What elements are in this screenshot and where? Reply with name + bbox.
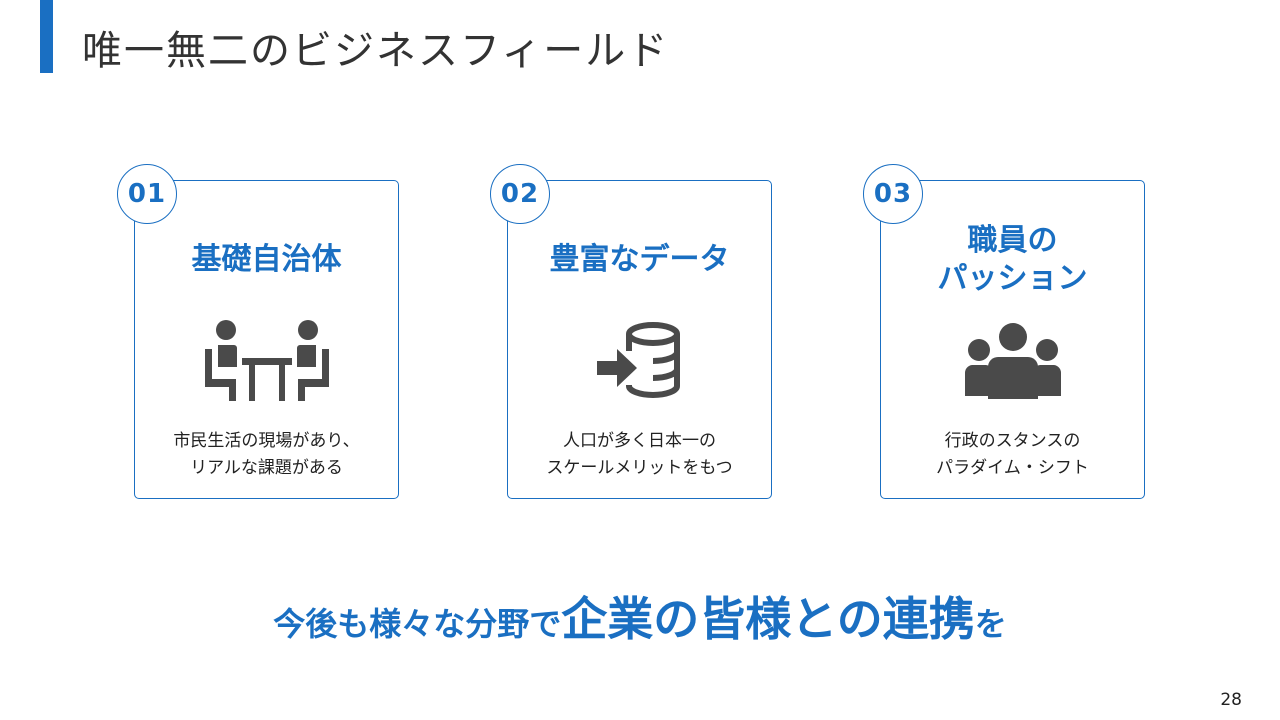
group-icon: [964, 323, 1061, 399]
tagline-emphasis: 企業の皆様との連携: [561, 592, 975, 646]
page-title: 唯一無二のビジネスフィールド: [82, 28, 670, 74]
card-heading: 職員の パッション: [881, 222, 1144, 298]
card-number-badge: 02: [490, 164, 550, 224]
card-heading: 豊富なデータ: [549, 242, 730, 277]
card-number-badge: 03: [863, 164, 923, 224]
title-accent-bar: [40, 0, 53, 73]
card-heading: 基礎自治体: [191, 242, 342, 277]
card-description: 人口が多く日本一の スケールメリットをもつ: [508, 428, 771, 482]
tagline-lead: 今後も様々な分野で: [273, 605, 562, 643]
card-heading-line: 職員の: [967, 223, 1058, 258]
meeting-people-icon: [204, 320, 329, 401]
card-desc-line: リアルな課題がある: [190, 458, 343, 478]
card-description: 市民生活の現場があり、 リアルな課題がある: [135, 428, 398, 482]
card-data: 豊富なデータ 人口が多く日本一の スケールメリットをもつ: [507, 180, 772, 499]
card-desc-line: 人口が多く日本一の: [563, 431, 716, 451]
card-desc-line: パラダイム・シフト: [936, 458, 1089, 478]
tagline-suffix: を: [974, 605, 1007, 643]
card-desc-line: 行政のスタンスの: [944, 431, 1081, 451]
card-heading-line: パッション: [937, 261, 1088, 296]
page-number: 28: [1220, 690, 1242, 710]
card-desc-line: 市民生活の現場があり、: [173, 431, 360, 451]
tagline: 今後も様々な分野で企業の皆様との連携を: [0, 583, 1280, 649]
card-number-badge: 01: [117, 164, 177, 224]
card-desc-line: スケールメリットをもつ: [546, 458, 733, 478]
card-municipality: 基礎自治体 市民生活の現場があり、 リアルな課題がある: [134, 180, 399, 499]
card-description: 行政のスタンスの パラダイム・シフト: [881, 428, 1144, 482]
database-import-icon: [596, 322, 680, 398]
card-passion: 職員の パッション 行政のスタンスの パラダイム・シフト: [880, 180, 1145, 499]
